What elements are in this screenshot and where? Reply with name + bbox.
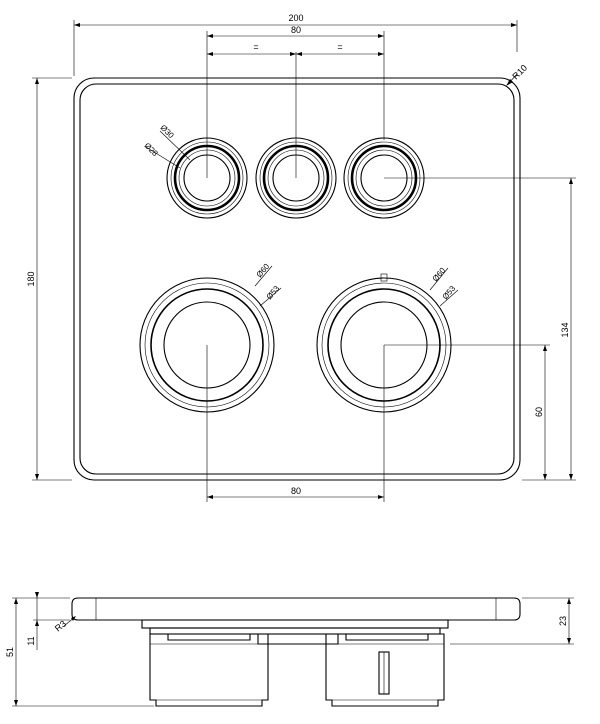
dim-knob-left-outer-dia: Ø60	[255, 261, 272, 279]
front-view: 200 80 = = R10 Ø30 Ø28 Ø60 Ø53 Ø6	[26, 13, 576, 502]
dim-knobs-span-bottom: 80	[291, 486, 301, 496]
dim-side-edge-radius: R3	[53, 618, 68, 633]
dim-side-plate-thickness: 11	[26, 636, 36, 645]
dim-button-inner-dia: Ø28	[143, 141, 160, 158]
dim-knob-center-height: 60	[534, 407, 544, 417]
dim-side-total-depth: 51	[5, 647, 15, 657]
dim-knob-left-inner-dia: Ø53	[265, 283, 282, 301]
dim-knob-right-outer-dia: Ø60	[431, 265, 448, 283]
dim-equal-right: =	[337, 42, 342, 52]
dim-buttons-span-top: 80	[291, 25, 301, 35]
side-body-right	[325, 633, 445, 707]
plate-outline	[73, 77, 521, 481]
side-plate	[71, 597, 521, 621]
side-view: 51 11 R3 23	[5, 592, 574, 707]
knob-indicator	[380, 273, 388, 282]
plate-inner-outline	[79, 83, 515, 475]
dim-button-outer-dia: Ø30	[159, 123, 176, 140]
side-body-left	[149, 633, 269, 707]
dim-plate-width: 200	[288, 13, 303, 23]
dim-button-center-height: 134	[560, 322, 570, 337]
dim-side-protrusion: 23	[558, 616, 568, 626]
dim-equal-left: =	[253, 42, 258, 52]
dim-plate-height: 180	[26, 271, 36, 286]
